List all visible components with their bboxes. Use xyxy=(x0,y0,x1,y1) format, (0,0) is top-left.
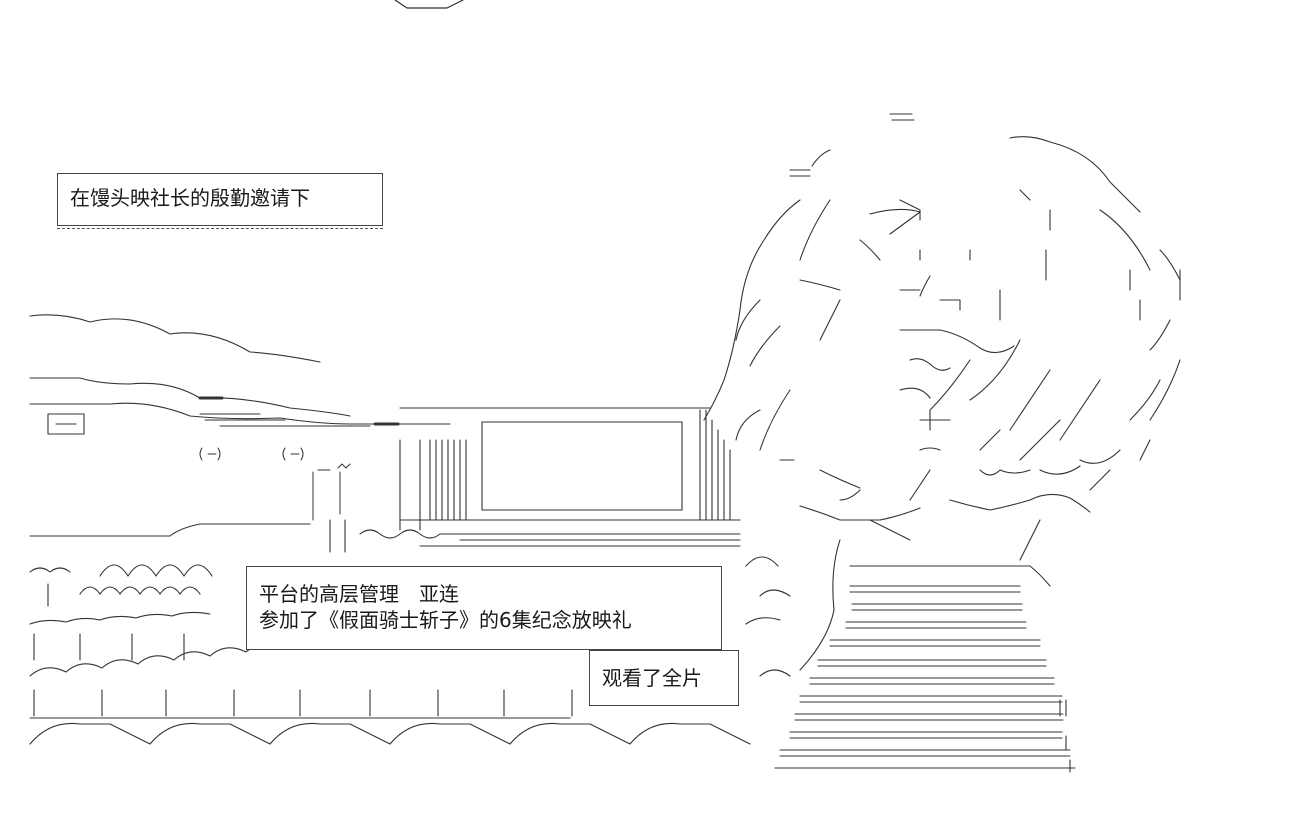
left-stands-lines xyxy=(29,314,451,537)
aa-small-glyphs xyxy=(199,447,351,521)
caption-box-attendance: 平台的高层管理 亚连 参加了《假面骑士斩子》的6集纪念放映礼 xyxy=(246,566,722,650)
caption-underline xyxy=(57,228,383,229)
caption-text-invitation: 在馒头映社长的殷勤邀请下 xyxy=(70,186,310,210)
character-figure xyxy=(703,113,1181,671)
caption-text-attendance-line-2: 参加了《假面骑士斩子》的6集纪念放映礼 xyxy=(259,608,632,632)
caption-box-invitation: 在馒头映社长的殷勤邀请下 xyxy=(57,173,383,229)
caption-text-watched: 观看了全片 xyxy=(602,666,702,690)
caption-box-watched: 观看了全片 xyxy=(589,650,739,706)
top-fragment xyxy=(394,0,464,9)
caption-text-attendance-line-1: 平台的高层管理 亚连 xyxy=(259,582,459,606)
stage-screen xyxy=(329,407,741,553)
character-body-stripes xyxy=(774,585,1076,773)
